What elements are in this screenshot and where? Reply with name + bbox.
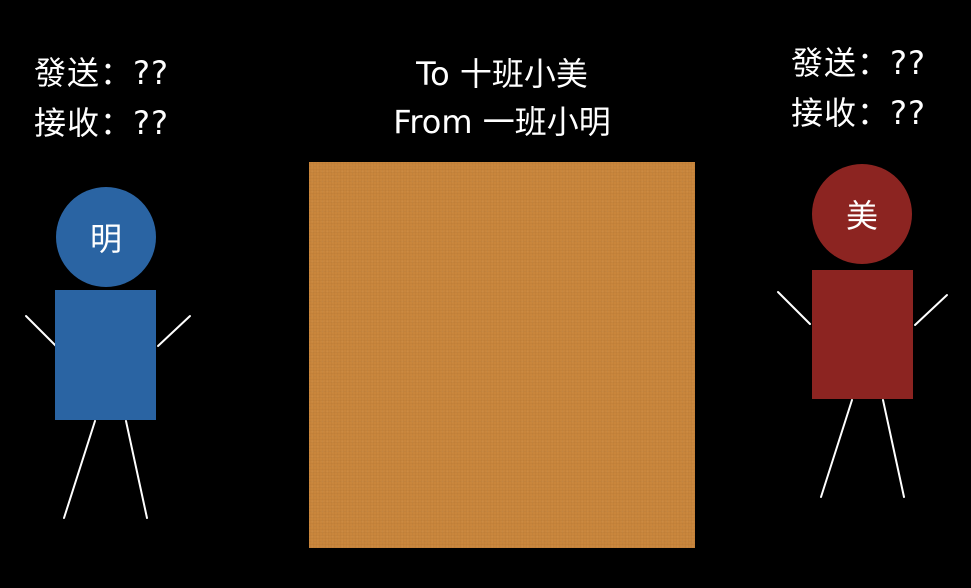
mei-head: 美 [812, 164, 912, 264]
mei-right-arm [914, 294, 948, 326]
package-from-line: From 一班小明 [393, 103, 611, 141]
mei-left-leg [820, 399, 853, 498]
mei-right-leg [882, 399, 905, 498]
mei-send-status: 發送：?? [791, 44, 926, 82]
ming-body [55, 290, 156, 420]
ming-left-leg [63, 420, 96, 519]
mei-label: 美 [845, 197, 878, 235]
mei-left-arm [777, 291, 811, 325]
package-box [309, 162, 695, 548]
ming-send-status: 發送：?? [34, 54, 169, 92]
mei-status: 發送：?? 接收：?? [791, 38, 926, 138]
ming-right-arm [157, 315, 191, 347]
mei-receive-status: 接收：?? [791, 94, 926, 132]
ming-head: 明 [56, 187, 156, 287]
package-label: To 十班小美 From 一班小明 [309, 50, 695, 146]
ming-right-leg [125, 420, 148, 519]
mei-body [812, 270, 913, 399]
ming-receive-status: 接收：?? [34, 104, 169, 142]
package-to-line: To 十班小美 [416, 55, 588, 93]
ming-left-arm [25, 315, 59, 349]
ming-status: 發送：?? 接收：?? [34, 48, 169, 148]
ming-label: 明 [89, 220, 122, 258]
